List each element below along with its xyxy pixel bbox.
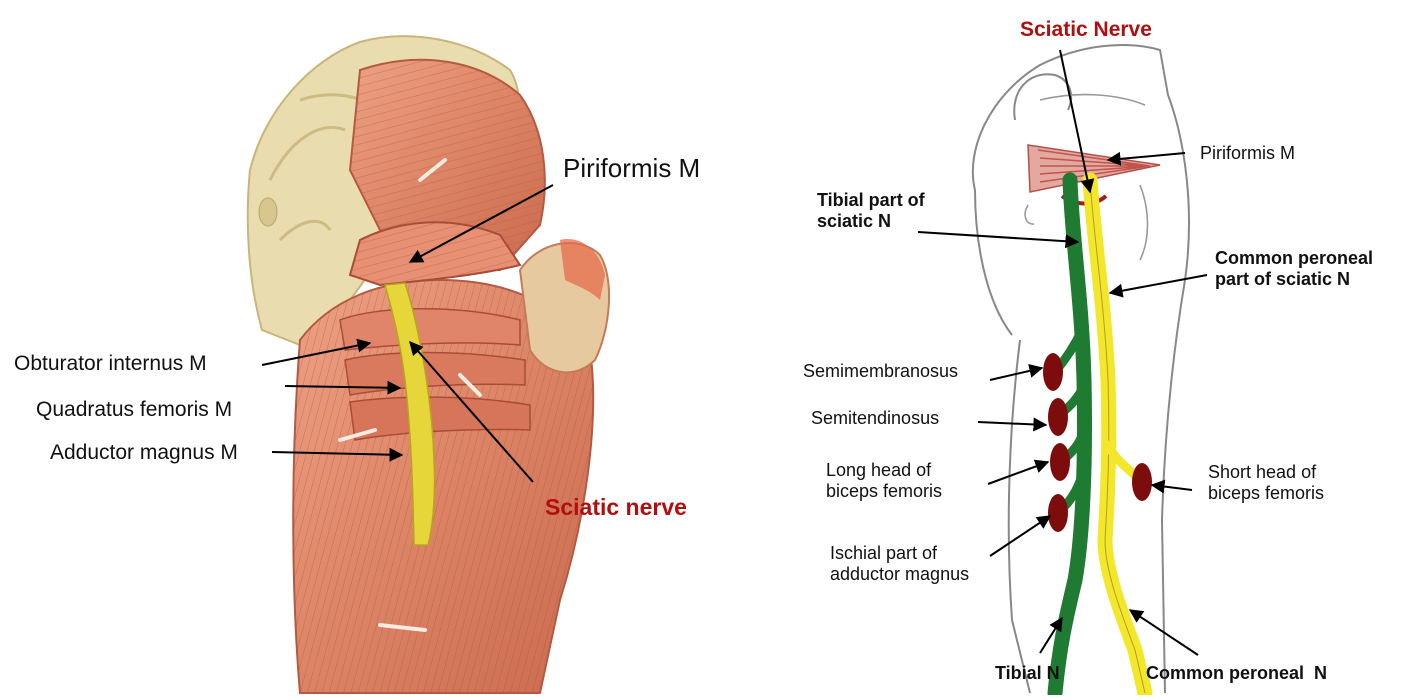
pointer-piriformis — [408, 184, 554, 263]
semitendinosus-oval — [1048, 398, 1068, 436]
label-piriformis-left: Piriformis M — [563, 153, 701, 183]
label-obturator-internus: Obturator internus M — [14, 352, 207, 375]
pointer-long-head — [987, 459, 1050, 485]
semimembranosus-oval — [1043, 353, 1063, 391]
label-short-head-biceps: Short head of biceps femoris — [1208, 462, 1325, 503]
right-schematic — [971, 44, 1190, 700]
pointer-adductor — [271, 447, 404, 462]
pointer-tibial-part — [917, 231, 1080, 249]
label-ischial-adductor: Ischial part of adductor magnus — [830, 543, 970, 584]
label-quadratus-femoris: Quadratus femoris M — [36, 398, 233, 421]
pointer-common-peroneal-n — [1128, 609, 1199, 656]
label-sciatic-nerve-left: Sciatic nerve — [545, 494, 687, 520]
pointer-common-peroneal-part — [1108, 274, 1208, 298]
label-adductor-magnus: Adductor magnus M — [50, 441, 238, 464]
right-pointers — [917, 49, 1208, 656]
left-illustration — [246, 35, 610, 694]
pointer-ischial — [989, 515, 1052, 557]
label-sciatic-nerve-right: Sciatic Nerve — [1020, 18, 1152, 41]
label-semitendinosus: Semitendinosus — [811, 408, 940, 428]
pointer-piriformis-right — [1106, 151, 1186, 166]
ischial-adductor-oval — [1048, 494, 1068, 532]
pointer-short-head — [1150, 479, 1193, 494]
long-head-biceps-oval — [1050, 443, 1070, 481]
tibial-nerve-green — [1047, 172, 1093, 700]
short-head-biceps-oval — [1132, 463, 1152, 501]
pointer-sciatic-right — [1059, 49, 1095, 194]
label-common-peroneal-part: Common peroneal part of sciatic N — [1215, 248, 1374, 289]
peroneal-nerve-yellow — [1082, 172, 1153, 700]
sciatic-nerve-illustration — [384, 282, 436, 546]
pointer-obturator — [261, 338, 372, 366]
label-common-peroneal-n: Common peroneal N — [1146, 663, 1328, 683]
left-pointers — [261, 184, 554, 483]
label-tibial-part: Tibial part of sciatic N — [817, 190, 925, 231]
label-long-head-biceps: Long head of biceps femoris — [826, 460, 943, 501]
pointer-sciatic-left — [409, 340, 534, 483]
label-semimembranosus: Semimembranosus — [803, 361, 959, 381]
pointer-quadratus — [284, 380, 402, 395]
label-piriformis-right: Piriformis M — [1200, 143, 1295, 163]
label-tibial-n: Tibial N — [995, 663, 1060, 683]
pointer-tibial-n — [1039, 616, 1063, 654]
pointer-semitendinosus — [977, 417, 1048, 432]
pointer-semimembranosus — [989, 364, 1044, 381]
